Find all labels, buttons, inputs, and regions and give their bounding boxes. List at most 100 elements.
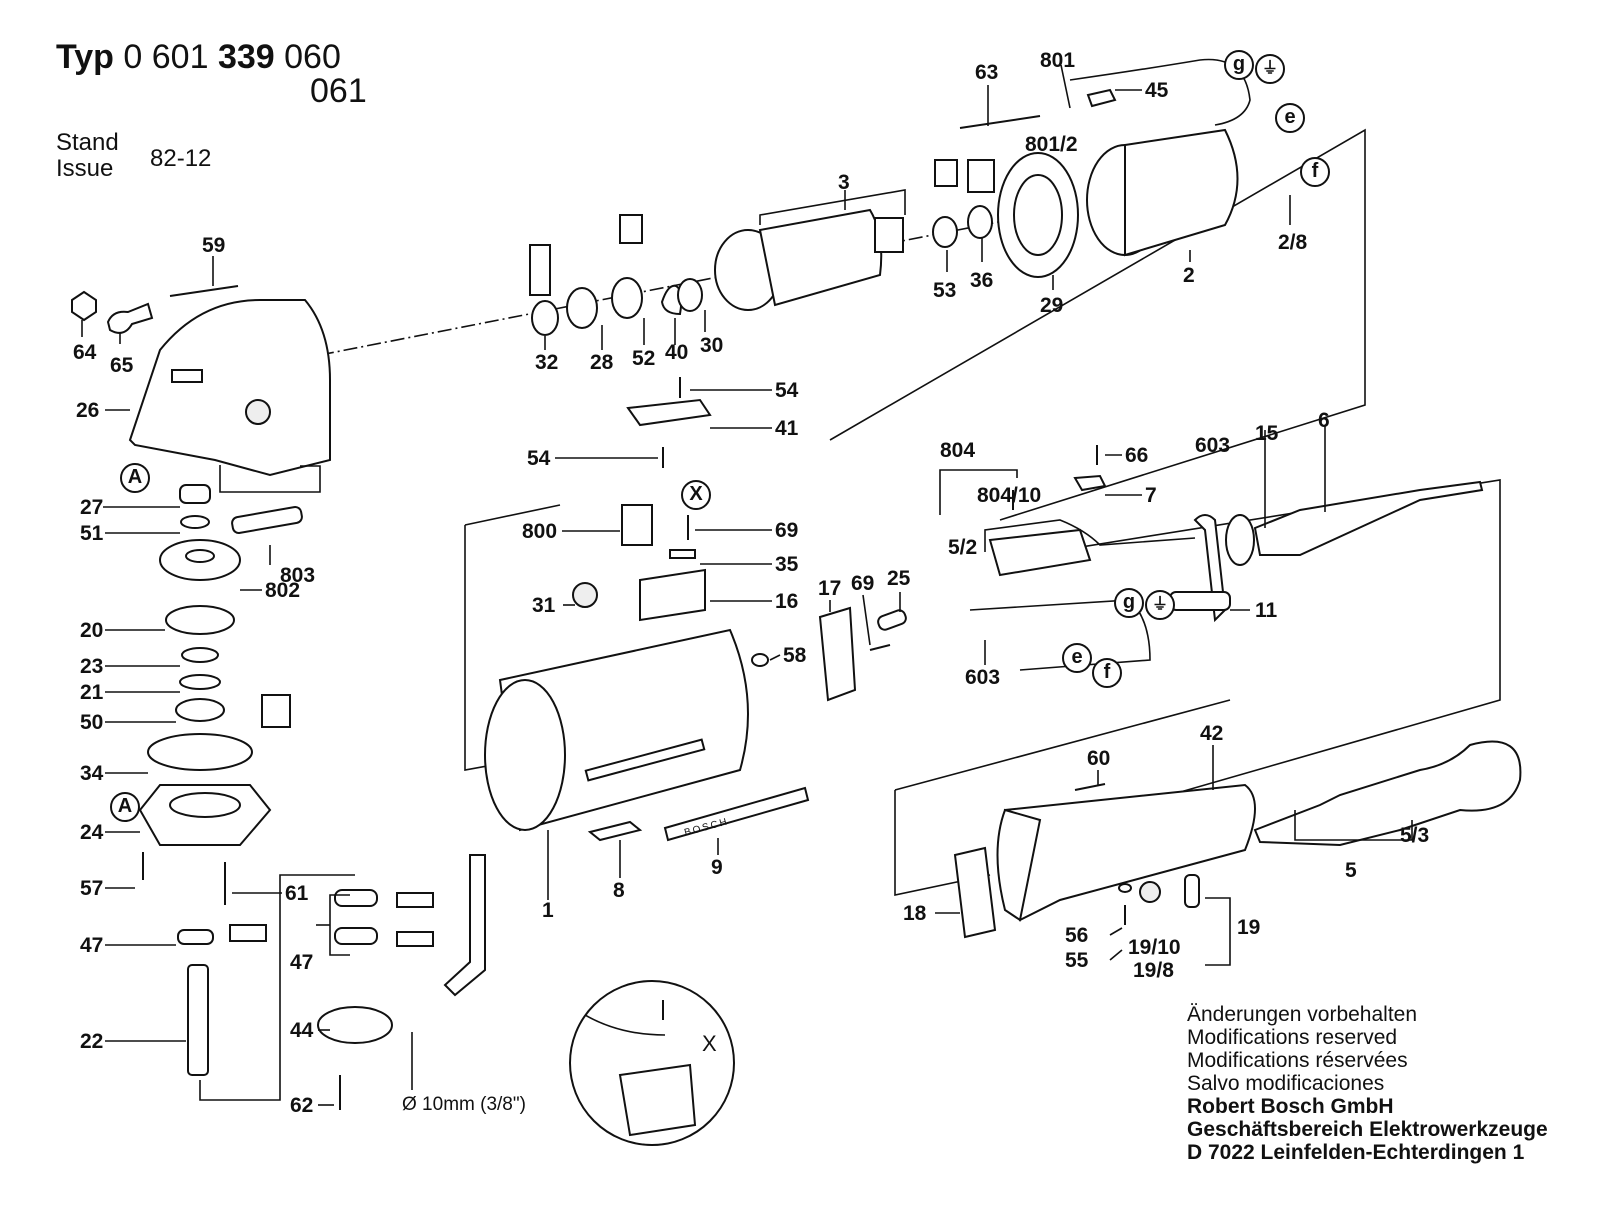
cord-frame [999,479,1501,796]
switch-wire-loop [984,519,1196,552]
ground-wire-801 [1069,58,1251,126]
nameplate-9 [663,786,810,842]
callout-30: 30 [700,334,724,357]
bracket-45 [1086,88,1117,108]
field-frame [829,128,1366,521]
company-address: D 7022 Leinfelden-Echterdingen 1 [1187,1141,1525,1164]
callout-32: 32 [535,351,559,374]
callout-62: 62 [290,1094,314,1117]
carbon-brush-800 [621,504,653,546]
callout-801-2: 801/2 [1025,133,1078,156]
screw-69b [869,644,891,651]
nut-64 [71,290,97,322]
variant-1: 060 [284,38,341,76]
bearing-27 [179,484,211,504]
gear-housing-26 [128,299,331,477]
division-name: Geschäftsbereich Elektrowerkzeuge [1187,1118,1548,1141]
notice-de: Änderungen vorbehalten [1187,1003,1418,1026]
washer-51 [180,515,210,529]
callout-803: 803 [280,564,316,587]
callout-42: 42 [1200,722,1224,745]
stand-label: Stand [56,129,119,156]
callout-20: 20 [80,619,104,642]
flange-bore [169,792,241,818]
earth-ground-icon: ⏚ [1255,54,1285,84]
earth-ground-icon-2: ⏚ [1145,590,1175,620]
callout-21: 21 [80,681,104,704]
callout-54a: 54 [775,379,799,402]
callout-61: 61 [285,882,309,905]
callout-23: 23 [80,655,104,678]
callout-9: 9 [711,856,723,879]
callout-56: 56 [1065,924,1089,947]
callout-5-2: 5/2 [948,536,978,559]
gasket-34 [147,733,253,771]
gasket-18 [953,846,997,939]
armature-bracket [759,189,906,225]
callout-52: 52 [632,347,656,370]
callout-6: 6 [1318,409,1330,432]
callout-63: 63 [975,61,999,84]
spindle-kit-bracket [199,874,355,1101]
marker-f: f [1300,157,1330,187]
bearing-flange-20 [165,605,235,635]
callout-802: 802 [265,579,301,602]
callout-45: 45 [1145,79,1169,102]
callout-5-3: 5/3 [1400,824,1430,847]
seal-section-icon-2 [396,892,434,908]
variant-2: 061 [310,72,367,110]
screw-63 [959,115,1041,129]
detail-brush-holder [618,1063,697,1137]
baffle-inner [1013,174,1063,256]
bearing-section-icon [261,694,291,728]
screw-59 [169,285,239,297]
callout-8: 8 [613,879,625,902]
seal-47b-2 [334,927,378,945]
callout-29: 29 [1040,294,1064,317]
callout-24: 24 [80,821,104,844]
washer-21 [179,674,221,690]
commutator [874,217,904,253]
callout-28: 28 [590,351,614,374]
callout-7: 7 [1145,484,1157,507]
notice-fr: Modifications réservées [1187,1049,1408,1072]
switch-bracket [939,469,1018,515]
callout-66: 66 [1125,444,1149,467]
bearing-section-icon-2 [619,214,643,244]
bearing-boss [245,399,271,425]
bearing-53 [932,216,958,248]
knob-bracket [1205,897,1231,966]
brush-holder-16 [639,568,706,622]
marker-g2: g [1114,588,1144,618]
bearing-50 [175,698,225,722]
handle-mouth [996,808,1042,922]
callout-18: 18 [903,902,927,925]
detail-wire [584,1014,666,1036]
typ-label: Typ [56,38,114,76]
callout-25: 25 [887,567,911,590]
type-number: Typ 0 601 339 060 [56,38,341,77]
ring-23 [181,647,219,663]
callout-58: 58 [783,644,807,667]
marker-g: g [1224,50,1254,80]
issue-value: 82-12 [150,145,212,172]
callout-34: 34 [80,762,104,785]
callout-69a: 69 [775,519,799,542]
seal-section-icon-5 [967,159,995,193]
nut-58 [751,653,769,667]
callout-3: 3 [838,171,850,194]
callout-27: 27 [80,496,104,519]
gear-hub [185,549,215,563]
callout-11: 11 [1255,599,1278,622]
callout-16: 16 [775,590,799,613]
callout-804-10: 804/10 [977,484,1042,507]
callout-53: 53 [933,279,957,302]
handle-frame-top [894,699,1231,791]
callout-26: 26 [76,399,100,422]
detail-x-label: X [702,1031,717,1056]
cord-6 [1253,480,1484,556]
circlip-30 [677,278,703,312]
marker-f2: f [1092,658,1122,688]
callout-55: 55 [1065,949,1089,972]
seal-section-icon-3 [396,931,434,947]
